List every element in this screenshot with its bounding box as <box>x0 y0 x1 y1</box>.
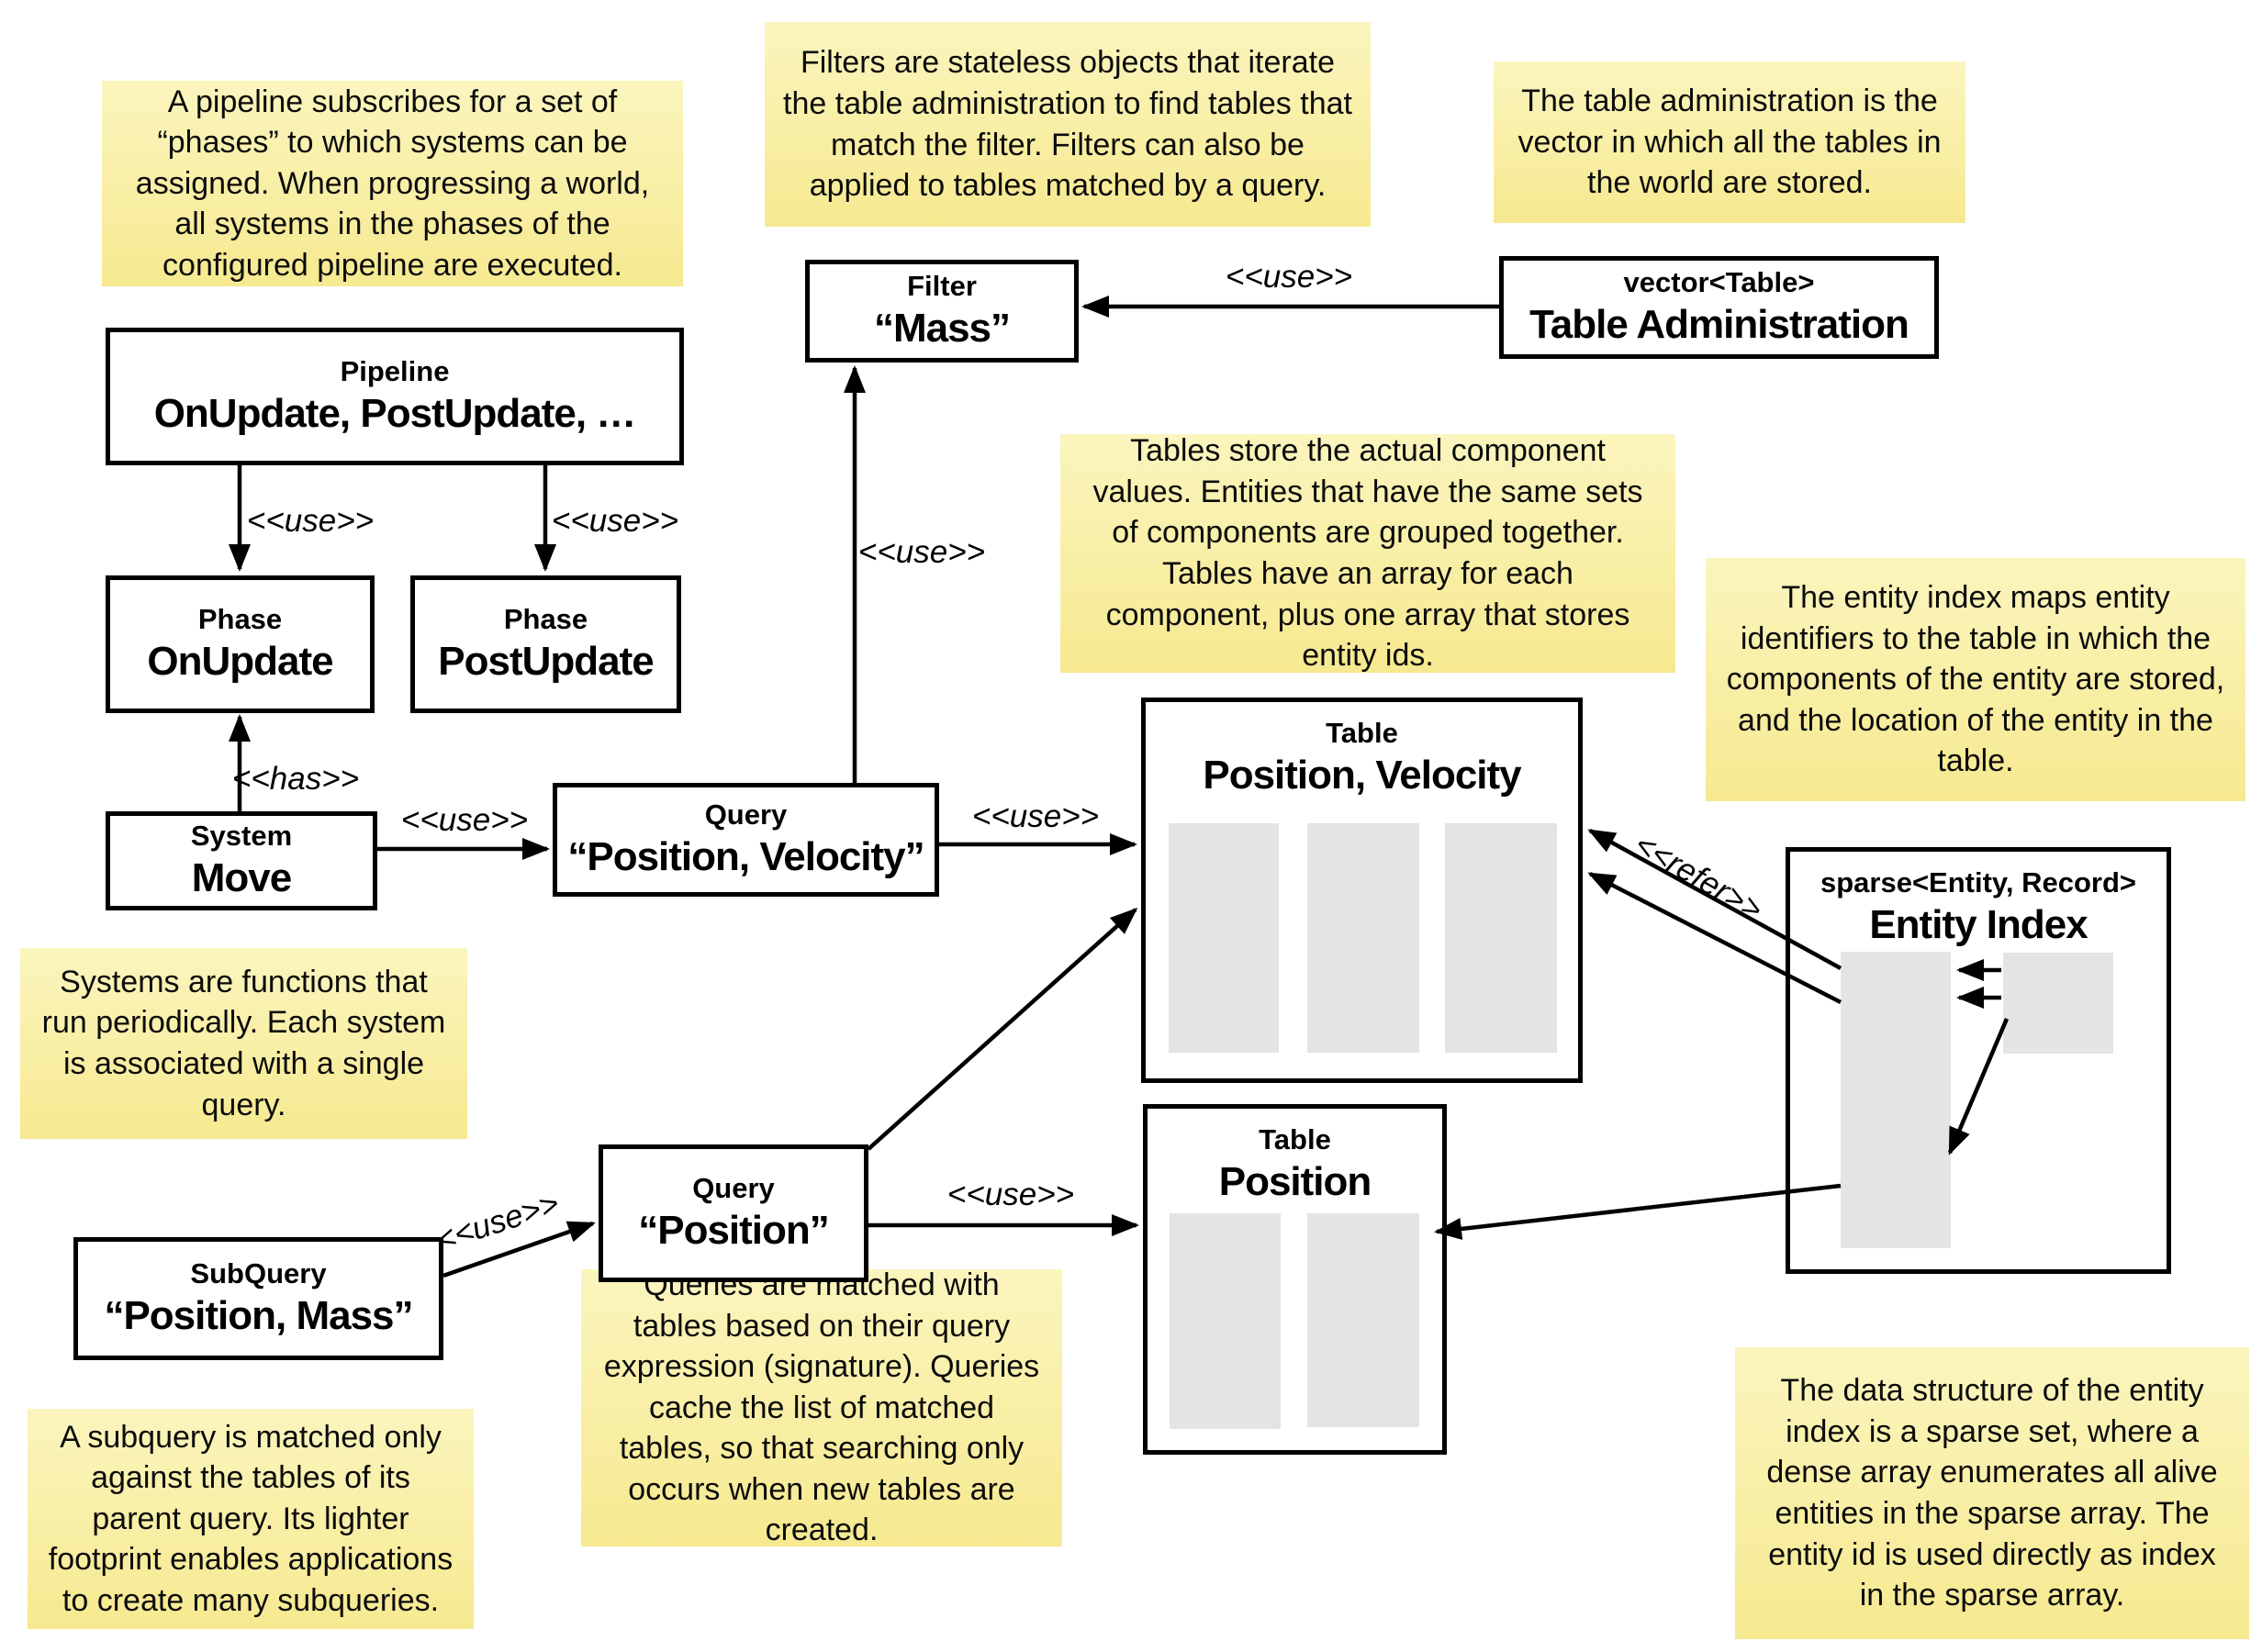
note-subquery: A subquery is matched only against the t… <box>28 1409 474 1629</box>
node-phase-onupdate: Phase OnUpdate <box>106 575 375 713</box>
node-name: “Position, Mass” <box>104 1292 413 1338</box>
node-query-position: Query “Position” <box>599 1144 868 1282</box>
node-name: OnUpdate, PostUpdate, … <box>153 390 637 436</box>
node-title: Table <box>1259 1123 1331 1155</box>
node-table-administration: vector<Table> Table Administration <box>1499 256 1939 359</box>
edge-label-use: <<use>> <box>1225 259 1353 295</box>
component-array-column <box>1170 1213 1281 1429</box>
edge-label-use: <<use>> <box>857 534 986 570</box>
node-name: Position <box>1218 1158 1372 1204</box>
node-name: Move <box>191 854 292 900</box>
node-title: Filter <box>907 270 977 303</box>
edge-label-refer: <<refer>> <box>1628 826 1769 928</box>
component-array-column <box>1169 823 1279 1053</box>
sparse-array <box>1841 952 1951 1248</box>
node-name: Entity Index <box>1869 901 2088 947</box>
node-title: Query <box>704 798 788 832</box>
dense-array <box>2003 953 2113 1054</box>
note-queries: Queries are matched with tables based on… <box>581 1267 1062 1547</box>
node-name: Table Administration <box>1529 301 1909 347</box>
edge-label-use: <<use>> <box>400 802 529 838</box>
node-title: sparse<Entity, Record> <box>1820 866 2136 899</box>
node-title: SubQuery <box>190 1257 327 1290</box>
edge-label-use: <<use>> <box>971 798 1100 834</box>
component-array-column <box>1445 823 1557 1053</box>
node-name: Position, Velocity <box>1203 752 1521 798</box>
node-subquery-position-mass: SubQuery “Position, Mass” <box>73 1237 443 1360</box>
arrow-query-p-to-table-pv <box>867 907 1138 1151</box>
node-query-position-velocity: Query “Position, Velocity” <box>553 783 939 897</box>
node-name: “Position, Velocity” <box>567 833 924 879</box>
edge-label-use: <<use>> <box>946 1177 1075 1212</box>
node-name: OnUpdate <box>147 638 333 684</box>
arrow-entity-index-to-table-p <box>1434 1183 1842 1240</box>
note-data-structure: The data structure of the entity index i… <box>1735 1347 2249 1639</box>
node-pipeline: Pipeline OnUpdate, PostUpdate, … <box>106 328 684 465</box>
note-table-administration: The table administration is the vector i… <box>1494 61 1965 223</box>
node-filter-mass: Filter “Mass” <box>805 260 1079 363</box>
note-pipeline: A pipeline subscribes for a set of “phas… <box>102 81 683 286</box>
node-name: “Position” <box>638 1207 830 1253</box>
edge-label-use: <<use>> <box>551 503 679 539</box>
component-array-column <box>1307 1213 1419 1427</box>
node-name: “Mass” <box>873 305 1011 351</box>
node-system-move: System Move <box>106 811 377 910</box>
node-title: Query <box>692 1172 775 1205</box>
note-filters: Filters are stateless objects that itera… <box>765 22 1371 227</box>
note-entity-index: The entity index maps entity identifiers… <box>1706 558 2245 801</box>
node-title: Phase <box>503 603 588 636</box>
node-title: System <box>190 820 293 853</box>
node-phase-postupdate: Phase PostUpdate <box>410 575 681 713</box>
component-array-column <box>1307 823 1419 1053</box>
node-title: Pipeline <box>340 355 450 388</box>
note-tables: Tables store the actual component values… <box>1060 433 1675 673</box>
edge-label-use: <<use>> <box>431 1185 564 1259</box>
edge-label-use: <<use>> <box>246 503 375 539</box>
note-systems: Systems are functions that run periodica… <box>20 948 467 1139</box>
edge-label-has: <<has>> <box>231 761 360 797</box>
node-title: Table <box>1326 717 1398 749</box>
node-name: PostUpdate <box>438 638 654 684</box>
node-title: vector<Table> <box>1623 266 1815 299</box>
node-title: Phase <box>197 603 283 636</box>
